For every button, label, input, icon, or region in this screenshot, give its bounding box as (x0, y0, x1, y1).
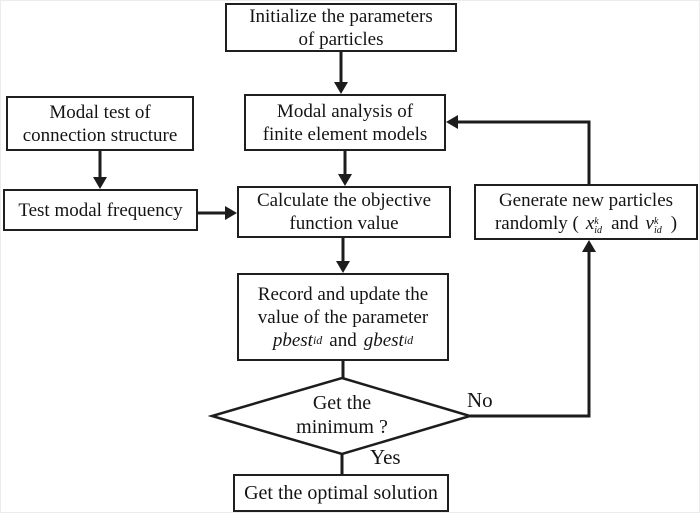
arrowhead-left-analysis (446, 115, 458, 129)
edge-label-no: No (467, 388, 493, 412)
arrow-no-to-generate (470, 250, 591, 418)
edge-label-yes: Yes (370, 445, 401, 469)
box-text-line: Modal analysis of (276, 100, 414, 122)
test-modal-frequency-box: Test modal frequency (3, 189, 198, 231)
math-sub: id (403, 333, 414, 347)
decision-diamond-text: Get the minimum ? (242, 391, 442, 439)
math-sup: k (653, 215, 659, 227)
math-sub: id (312, 333, 323, 347)
box-text-line: Test modal frequency (18, 199, 183, 221)
modal-test-box: Modal test of connection structure (6, 96, 194, 151)
record-connector-word: and (329, 329, 357, 351)
box-text-line: Get the optimal solution (244, 481, 438, 504)
calculate-objective-box: Calculate the objective function value (237, 186, 451, 238)
optimal-solution-box: Get the optimal solution (233, 474, 449, 512)
arrowhead-down-analysis (334, 82, 348, 94)
box-text-line: Modal test of (49, 101, 151, 123)
math-sub: id (594, 224, 603, 236)
box-text-line: finite element models (262, 123, 428, 145)
math-sub: id (653, 224, 662, 236)
arrowhead-down-frequency (93, 177, 107, 189)
math-var-pbest: pbest (272, 329, 313, 351)
arrowhead-up-generate (582, 240, 596, 252)
record-update-box: Record and update the value of the param… (237, 273, 449, 361)
box-text-line: function value (289, 213, 399, 234)
arrowhead-right-calculate (225, 206, 237, 220)
math-var-gbest: gbest (363, 329, 404, 351)
math-var-v: v (645, 213, 654, 234)
math-sup: k (594, 215, 599, 227)
decision-text-line: minimum ? (296, 416, 388, 438)
box-text-line: Generate new particles (498, 190, 674, 211)
arrow-generate-to-analysis (456, 120, 591, 185)
generate-connector-word: and (611, 213, 639, 234)
box-text-line: of particles (298, 28, 384, 50)
initialize-parameters-box: Initialize the parameters of particles (225, 3, 457, 52)
box-text-line: Calculate the objective (256, 190, 432, 211)
modal-analysis-box: Modal analysis of finite element models (244, 94, 446, 151)
box-text-line: value of the parameter (257, 306, 429, 328)
decision-text-line: Get the (312, 392, 372, 414)
generate-line2-suffix: ) (670, 213, 678, 234)
box-text-line: connection structure (22, 124, 178, 146)
decision-diamond (207, 376, 475, 456)
math-var-x: x (585, 213, 595, 234)
arrowhead-down-calculate (338, 174, 352, 186)
arrowhead-down-record (336, 261, 350, 273)
generate-line2-prefix: randomly ( (494, 213, 579, 234)
box-text-line: Initialize the parameters (249, 5, 433, 27)
box-text-line: Record and update the (257, 283, 429, 305)
